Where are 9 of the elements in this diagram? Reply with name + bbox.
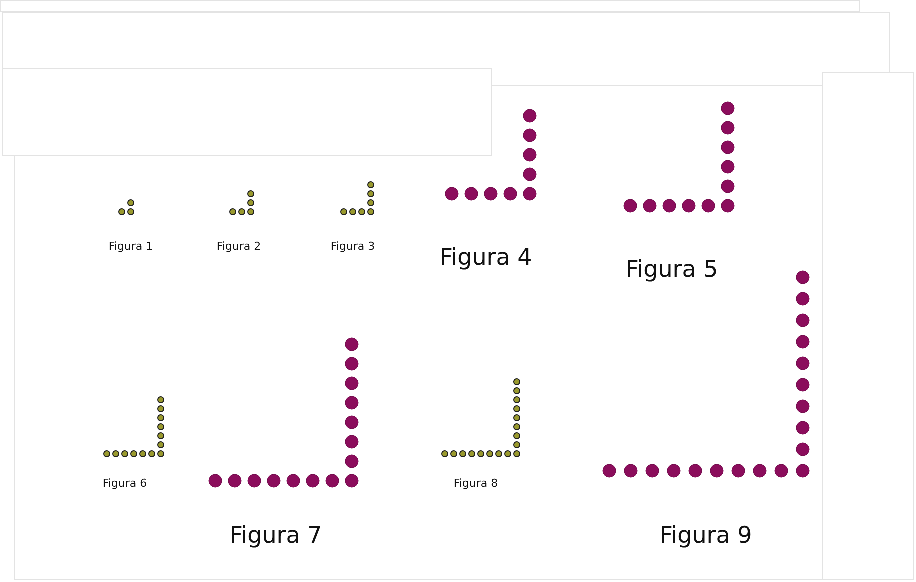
figure-caption: Figura 6 xyxy=(102,476,148,490)
figure-caption: Figura 8 xyxy=(454,476,498,490)
figure-caption: Figura 2 xyxy=(216,240,262,252)
figure-caption: Figura 1 xyxy=(108,240,154,252)
figure-caption: Figura 4 xyxy=(440,244,532,270)
figure-caption: Figura 7 xyxy=(230,522,322,548)
figure-caption: Figura 3 xyxy=(330,240,376,252)
figure-caption: Figura 9 xyxy=(660,522,752,548)
figure-caption: Figura 5 xyxy=(626,256,718,282)
